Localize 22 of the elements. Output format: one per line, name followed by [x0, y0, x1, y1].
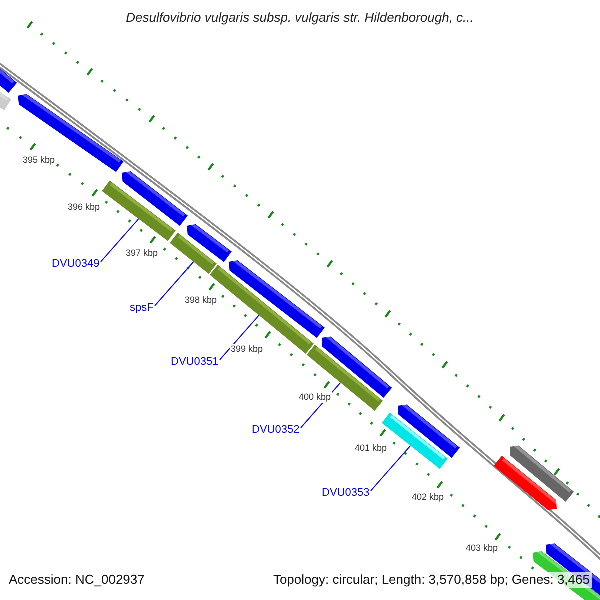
position-label: 399 kbp: [230, 344, 264, 355]
leader-line: [220, 315, 260, 360]
position-label: 397 kbp: [125, 248, 160, 259]
position-label: 403 kbp: [465, 543, 500, 554]
gene-bar: [102, 180, 176, 242]
leader-line: [100, 218, 140, 262]
gene-bar: [170, 232, 217, 274]
position-label: 402 kbp: [411, 492, 446, 503]
position-label: 395 kbp: [22, 155, 56, 166]
accession-label: Accession: NC_002937: [7, 572, 147, 588]
position-label: 396 kbp: [67, 202, 102, 213]
leader-line: [154, 261, 194, 306]
position-label: 401 kbp: [354, 443, 388, 454]
gene-label: DVU0351: [171, 356, 219, 369]
gene-label: DVU0352: [252, 424, 300, 437]
gene-label: spsF: [130, 302, 154, 315]
position-label: 400 kbp: [298, 392, 332, 403]
gene-label: DVU0353: [322, 487, 370, 500]
gene-label: DVU0349: [52, 258, 100, 271]
position-label: 398 kbp: [184, 295, 218, 306]
leader-line: [370, 445, 412, 492]
map-title: Desulfovibrio vulgaris subsp. vulgaris str. Hildenborough, c...: [125, 10, 475, 25]
